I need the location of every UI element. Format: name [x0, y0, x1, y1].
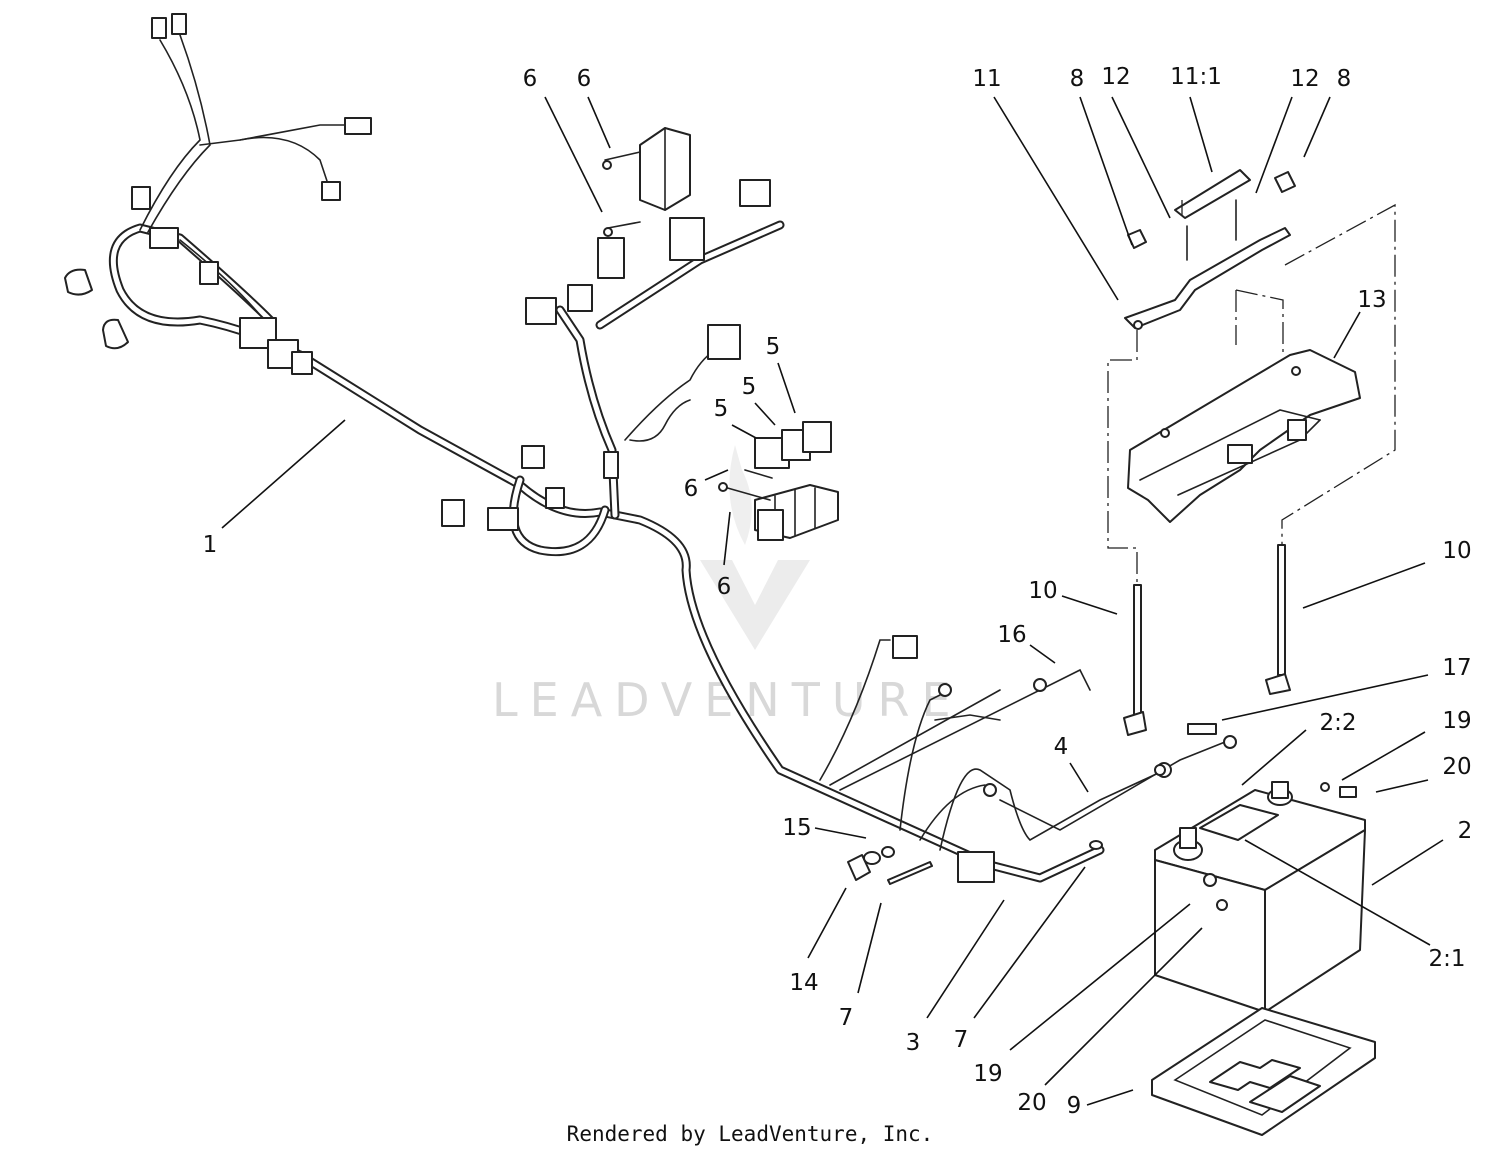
leader-line-14 — [807, 887, 847, 959]
callout-label-11-1: 11:1 — [1170, 64, 1222, 90]
callout-label-10: 10 — [1028, 578, 1057, 604]
callout-label-14: 14 — [789, 970, 818, 996]
leader-line-8 — [1079, 96, 1133, 246]
battery-cover-assembly — [1124, 169, 1361, 523]
callout-label-17: 17 — [1442, 655, 1471, 681]
callout-label-8: 8 — [1337, 66, 1352, 92]
callout-label-19: 19 — [1442, 708, 1471, 734]
leader-line-7 — [857, 902, 882, 994]
callout-label-13: 13 — [1357, 287, 1386, 313]
callout-label-6: 6 — [577, 66, 592, 92]
relays-and-fuse-block — [718, 421, 839, 541]
leader-line-3 — [926, 899, 1005, 1019]
assembly-phantom-lines — [1107, 200, 1396, 585]
leader-line-8 — [1303, 96, 1331, 158]
leader-line-12 — [1255, 96, 1293, 194]
callout-label-15: 15 — [782, 815, 811, 841]
battery — [1154, 723, 1366, 1013]
leader-line-2 — [1371, 839, 1444, 886]
callout-label-2-2: 2:2 — [1319, 710, 1356, 736]
leader-line-9 — [1086, 1089, 1134, 1106]
leader-line-16 — [1029, 644, 1056, 664]
watermark-flame — [729, 445, 752, 545]
loose-hardware — [847, 840, 1103, 885]
callout-leaders — [221, 96, 1444, 1106]
branch-wires — [139, 34, 1231, 851]
callout-label-6: 6 — [717, 574, 732, 600]
leader-line-20 — [1044, 927, 1203, 1086]
leader-line-6 — [723, 511, 731, 566]
leader-line-7 — [973, 866, 1086, 1019]
callout-label-5: 5 — [742, 374, 757, 400]
callout-label-11: 11 — [972, 66, 1001, 92]
leader-line-12 — [1111, 96, 1171, 219]
leader-line-2-1 — [1244, 839, 1431, 946]
watermark-logo — [700, 560, 810, 650]
leader-line-5 — [731, 424, 757, 439]
relay-module — [602, 127, 691, 237]
callout-label-19: 19 — [973, 1061, 1002, 1087]
leader-line-6 — [704, 469, 729, 481]
callout-label-2-1: 2:1 — [1428, 946, 1465, 972]
leader-line-6 — [587, 96, 611, 149]
leader-line-13 — [1333, 311, 1361, 359]
callout-label-3: 3 — [906, 1030, 921, 1056]
leader-line-15 — [814, 827, 867, 839]
callout-label-5: 5 — [766, 334, 781, 360]
leader-line-5 — [777, 362, 796, 414]
hold-down-rods — [1123, 544, 1291, 736]
callout-label-2: 2 — [1458, 818, 1473, 844]
callout-label-12: 12 — [1101, 64, 1130, 90]
leader-line-19 — [1009, 903, 1191, 1051]
callout-label-16: 16 — [997, 622, 1026, 648]
callout-label-9: 9 — [1067, 1093, 1082, 1119]
callout-label-7: 7 — [839, 1005, 854, 1031]
callout-label-20: 20 — [1442, 754, 1471, 780]
callout-label-1: 1 — [203, 532, 218, 558]
leader-line-10 — [1061, 595, 1118, 615]
callout-label-20: 20 — [1017, 1090, 1046, 1116]
callout-label-7: 7 — [954, 1027, 969, 1053]
callout-label-12: 12 — [1290, 66, 1319, 92]
leader-line-6 — [544, 96, 603, 213]
leader-line-1 — [221, 419, 346, 529]
callout-label-8: 8 — [1070, 66, 1085, 92]
leader-line-20 — [1375, 779, 1429, 793]
callout-label-5: 5 — [714, 396, 729, 422]
leader-line-10 — [1302, 562, 1426, 609]
battery-tray — [1151, 1007, 1376, 1136]
callout-label-6: 6 — [523, 66, 538, 92]
callout-label-6: 6 — [684, 476, 699, 502]
footer-credit: Rendered by LeadVenture, Inc. — [566, 1122, 934, 1146]
callout-label-4: 4 — [1054, 734, 1069, 760]
leader-line-2-2 — [1241, 729, 1307, 786]
leader-line-19 — [1341, 731, 1426, 781]
leader-line-17 — [1221, 674, 1429, 721]
leader-line-5 — [754, 402, 776, 426]
leader-line-4 — [1069, 762, 1089, 793]
callout-label-10: 10 — [1442, 538, 1471, 564]
leader-line-11 — [993, 96, 1119, 301]
leader-line-11-1 — [1189, 96, 1213, 173]
